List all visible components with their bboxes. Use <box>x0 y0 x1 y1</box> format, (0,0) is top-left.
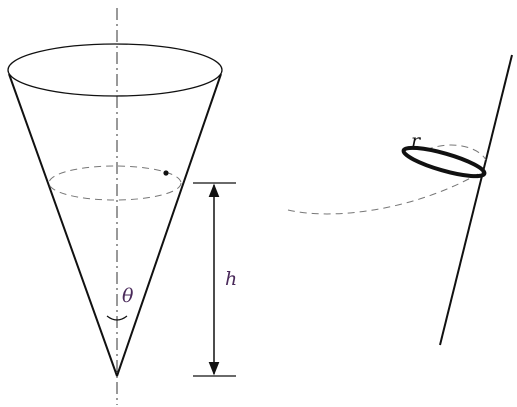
theta-label: θ <box>122 285 134 307</box>
zoom-orbit-hint <box>425 144 487 161</box>
particle-dot <box>163 170 169 176</box>
cone-left-wall <box>8 73 118 377</box>
cone-top-rim <box>7 43 223 97</box>
cone-right-wall <box>116 73 222 377</box>
zoom-wall <box>439 54 513 346</box>
height-label: h <box>225 268 237 290</box>
radius-label: r <box>411 130 422 152</box>
zoom-connector <box>287 173 479 215</box>
theta-arc <box>106 315 128 321</box>
orbit-circle <box>48 165 182 201</box>
ring-particle <box>401 145 487 179</box>
